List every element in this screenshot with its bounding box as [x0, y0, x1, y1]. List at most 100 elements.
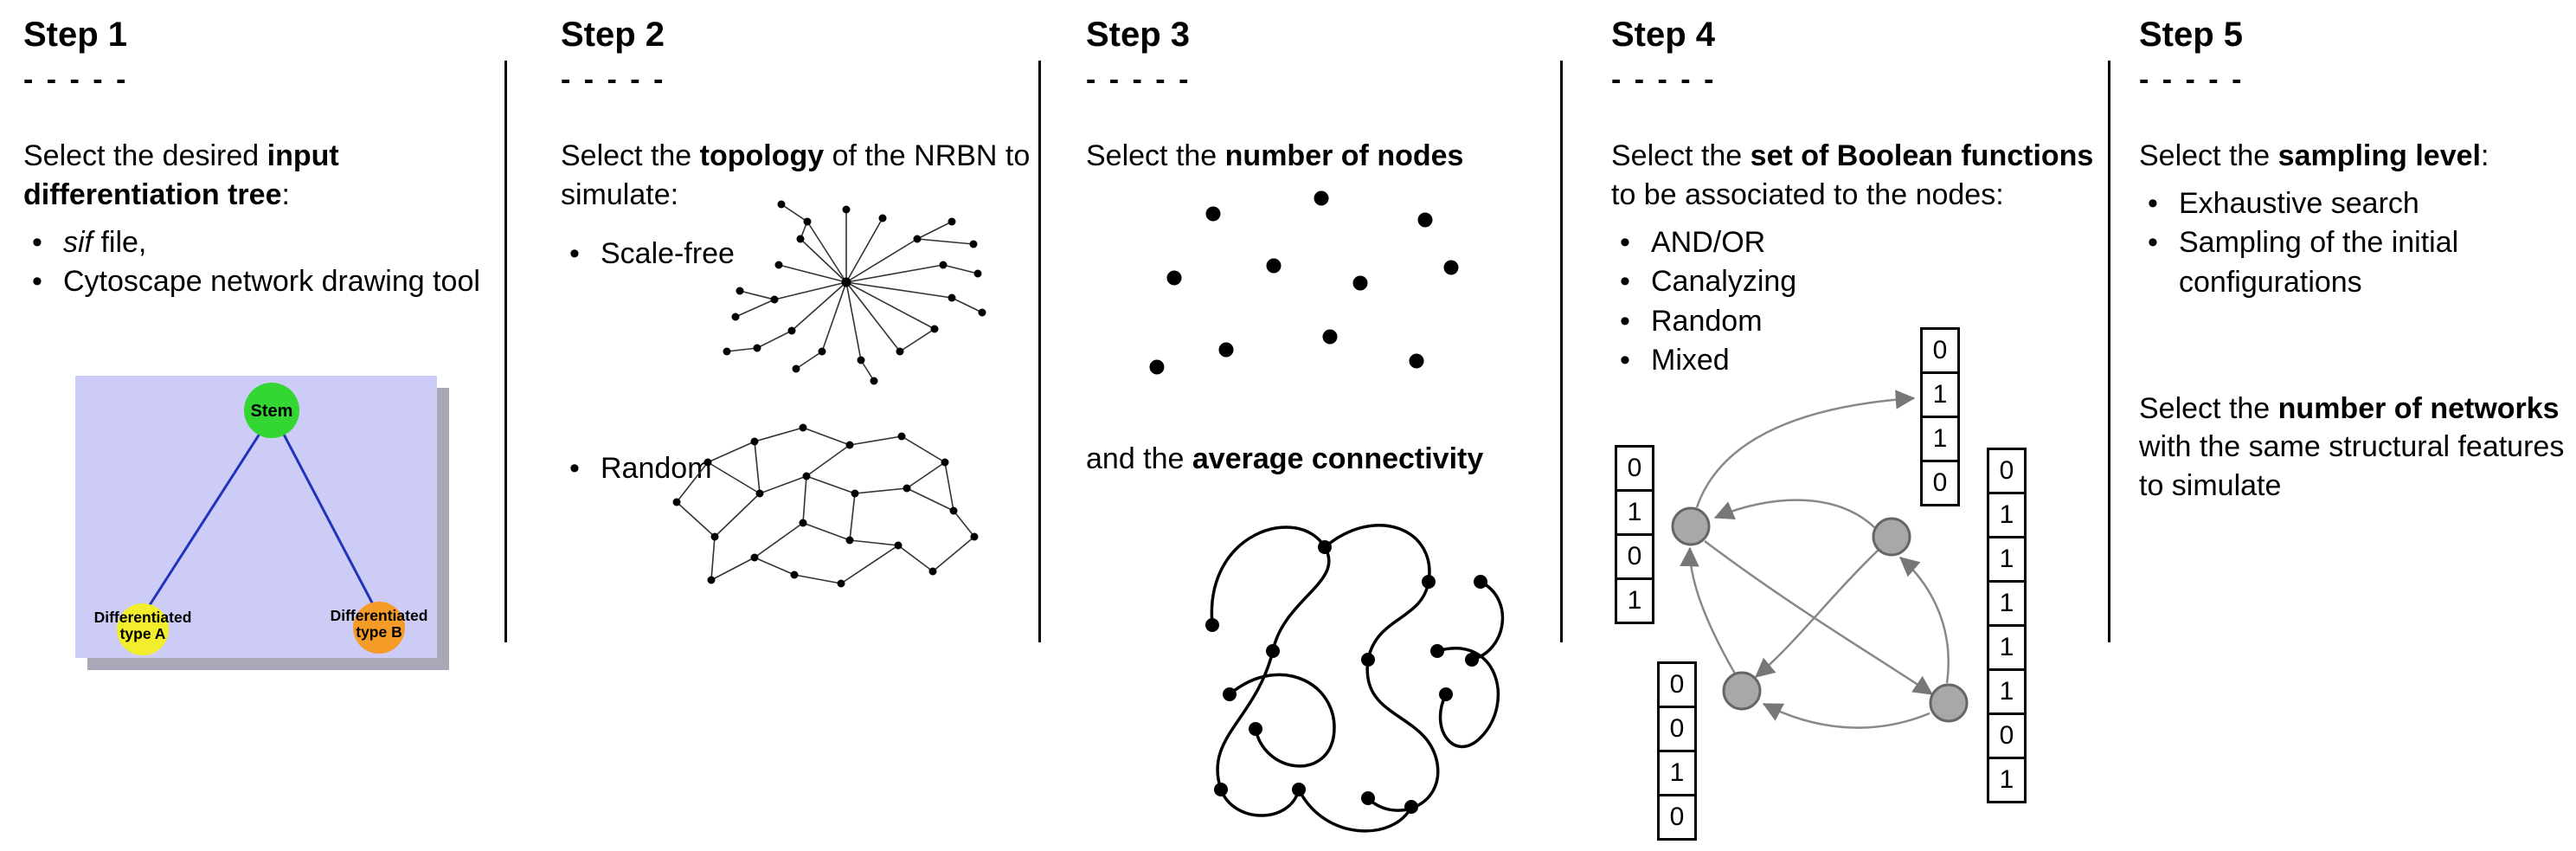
step4-bullet2-text: Canalyzing: [1651, 265, 1797, 299]
step5-intro-pre: Select the: [2139, 139, 2278, 172]
step5-bullet1-text: Exhaustive search: [2179, 186, 2419, 220]
random-network-graphic: [672, 423, 979, 588]
column-step-4: Step 4 - - - - - Select the set of Boole…: [1611, 12, 2100, 841]
list-item: Random: [561, 449, 751, 489]
type-b-label-line1: Differentiated: [331, 607, 428, 624]
boolean-table-cell: 1: [1657, 750, 1697, 796]
list-item: Canalyzing: [1611, 262, 2100, 302]
scale-free-network-graphic: [723, 200, 986, 385]
boolean-table-cell: 1: [1987, 668, 2027, 715]
step3-dashes: - - - - -: [1086, 63, 1192, 96]
column-step-1: Step 1 - - - - - Select the desired inpu…: [23, 12, 495, 670]
boolean-table-cell: 1: [1987, 492, 2027, 538]
step4-dashes: - - - - -: [1611, 63, 1717, 96]
step2-dashes: - - - - -: [561, 63, 666, 96]
boolean-table-cell: 1: [1987, 536, 2027, 583]
boolean-table-cell: 0: [1615, 445, 1654, 492]
step4-intro: Select the set of Boolean functions to b…: [1611, 137, 2100, 215]
step1-intro-post: :: [281, 177, 290, 211]
column-divider: [504, 61, 507, 642]
step5-intro-bold: sampling level: [2277, 139, 2481, 172]
boolean-table-cell: 1: [1615, 577, 1654, 624]
step2-intro: Select the topology of the NRBN to simul…: [561, 137, 1032, 215]
boolean-table-cell: 1: [1920, 371, 1960, 418]
step5-second-post: with the same structural features to sim…: [2139, 430, 2565, 503]
step4-title: Step 4: [1611, 16, 1716, 54]
step2-intro-post: of the NRBN to simulate:: [561, 139, 1031, 211]
bullet-icon: [1611, 262, 1651, 302]
step1-bullet2-text: Cytoscape network drawing tool: [63, 265, 480, 299]
step5-intro: Select the sampling level:: [2139, 137, 2572, 176]
step4-bullet4-text: Mixed: [1651, 344, 1730, 377]
bullet-icon: [561, 449, 601, 489]
step1-bullet-list: sif file, Cytoscape network drawing tool: [23, 223, 495, 302]
step4-bullet3-text: Random: [1651, 304, 1763, 338]
boolean-table-cell: 0: [1615, 533, 1654, 580]
step1-dashes: - - - - -: [23, 63, 129, 96]
type-a-label-line1: Differentiated: [94, 609, 192, 626]
step2-intro-bold: topology: [699, 139, 825, 172]
boolean-table-cell: 1: [1920, 416, 1960, 462]
step1-bullet1-rest: file,: [93, 225, 147, 259]
stem-node-label: Stem: [251, 402, 293, 421]
boolean-table-cell: 0: [1657, 794, 1697, 841]
step3-line2: and the average connectivity: [1086, 440, 1571, 479]
bullet-icon: [2139, 223, 2179, 302]
type-b-label-line2: type B: [356, 623, 401, 641]
column-divider: [1560, 61, 1563, 642]
boolean-table-cell: 1: [1987, 624, 2027, 671]
step1-bullet1-text: sif file,: [63, 223, 495, 263]
step2-title: Step 2: [561, 16, 665, 54]
column-step-5: Step 5 - - - - - Select the sampling lev…: [2139, 12, 2572, 506]
list-item: Random: [1611, 302, 2100, 342]
step5-second-bold: number of networks: [2277, 391, 2560, 425]
boolean-node: [1872, 517, 1911, 557]
boolean-node: [1722, 671, 1762, 711]
step4-intro-pre: Select the: [1611, 139, 1751, 172]
step5-dashes: - - - - -: [2139, 63, 2245, 96]
differentiation-tree-graphic: Stem Differentiated type A Differentiate…: [75, 376, 449, 670]
boolean-table-cell: 0: [1657, 661, 1697, 708]
step1-intro-pre: Select the desired: [23, 139, 267, 172]
boolean-node: [1671, 506, 1711, 546]
bullet-icon: [2139, 184, 2179, 224]
boolean-table-cell: 0: [1920, 327, 1960, 374]
step3-title: Step 3: [1086, 16, 1191, 54]
step2-bullet2-text: Random: [601, 452, 712, 485]
step3-line2-bold: average connectivity: [1192, 442, 1484, 475]
boolean-network-edges: [1671, 390, 1969, 729]
step4-bullet1-text: AND/OR: [1651, 225, 1766, 259]
step3-line1-pre: Select the: [1086, 139, 1225, 172]
step5-second-paragraph: Select the number of networks with the s…: [2139, 390, 2572, 506]
step5-intro-post: :: [2480, 139, 2489, 172]
step5-bullet2-text: Sampling of the initial configurations: [2179, 226, 2459, 299]
bullet-icon: [23, 223, 63, 263]
step1-intro: Select the desired input differentiation…: [23, 137, 495, 215]
differentiated-type-a-node: [117, 603, 169, 655]
step4-bullet-list: AND/OR Canalyzing Random Mixed: [1611, 223, 2100, 381]
list-item: Mixed: [1611, 341, 2100, 381]
step3-line2-pre: and the: [1086, 442, 1192, 475]
boolean-table-cell: 0: [1987, 448, 2027, 494]
step3-line1-bold: number of nodes: [1224, 139, 1464, 172]
boolean-table-bottom-left: 0 0 1 0: [1657, 661, 1697, 841]
boolean-table-cell: 0: [1920, 460, 1960, 506]
step2-intro-pre: Select the: [561, 139, 700, 172]
nodes-dots-graphic: [1149, 190, 1459, 375]
step1-intro-bold: input differentiation tree: [23, 139, 339, 211]
tree-edge-left: [146, 430, 263, 609]
list-item: Exhaustive search: [2139, 184, 2572, 224]
step5-second-pre: Select the: [2139, 391, 2278, 425]
connectivity-tangle-graphic: [1205, 524, 1505, 833]
step4-intro-post: to be associated to the nodes:: [1611, 177, 2004, 211]
column-step-3: Step 3 - - - - - Select the number of no…: [1086, 12, 1571, 833]
bullet-icon: [1611, 223, 1651, 263]
list-item: sif file,: [23, 223, 495, 263]
boolean-table-left: 0 1 0 1: [1615, 445, 1654, 624]
step2-bullet1-text: Scale-free: [601, 237, 735, 270]
tree-edge-right: [280, 430, 376, 607]
boolean-table-cell: 1: [1987, 580, 2027, 627]
boolean-network-graphic: 0 1 1 0 0 1 0 1 0 0 1 0 0 1 1 1: [1611, 322, 2100, 851]
boolean-table-right: 0 1 1 1 1 1 0 1: [1987, 448, 2027, 803]
